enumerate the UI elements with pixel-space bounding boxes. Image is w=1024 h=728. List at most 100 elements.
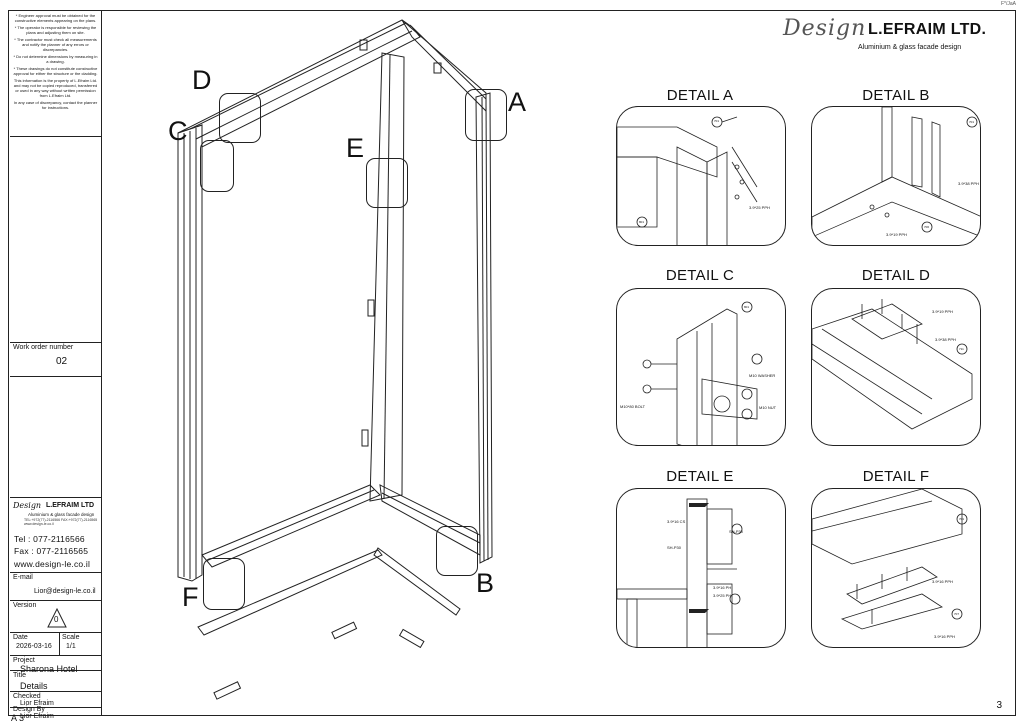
detail-d-drawing: [812, 299, 973, 430]
title-block: * Engineer approval must be obtained for…: [10, 11, 102, 720]
callout-f: F: [182, 582, 199, 612]
mini-logo-subtitle: Aluminium & glass facade design: [28, 512, 95, 517]
detail-f-label-4: 707: [954, 612, 960, 616]
date-scale-cell: Date 2026-03-16 Scale 1/1: [10, 633, 101, 656]
notes-block: * Engineer approval must be obtained for…: [10, 11, 101, 137]
detail-f-panel[interactable]: 3.9*16 PPH 3.9*16 PPH 701 707: [811, 488, 981, 648]
project-label: Project: [13, 657, 35, 664]
detail-a-panel[interactable]: 3.9*25 PPH 701 801: [616, 106, 786, 246]
checked-cell: Checked Lior Efraim: [10, 692, 101, 708]
isometric-frame-drawing: [177, 19, 493, 700]
callout-b: B: [476, 568, 495, 598]
version-label: Version: [13, 602, 37, 609]
note-7: In any case of discrepancy, contact the …: [13, 100, 98, 110]
detail-a-label-1: 3.9*25 PPH: [749, 205, 770, 210]
checked-label: Checked: [13, 693, 41, 700]
email-label: E-mail: [13, 574, 33, 581]
detail-b-label-2: 3.9*19 PPH: [886, 232, 907, 237]
callout-d: D: [192, 65, 212, 95]
version-value: 0: [54, 615, 59, 624]
version-triangle-icon: [47, 607, 67, 628]
web-link[interactable]: www.design-le.co.il: [14, 559, 91, 569]
callout-c: C: [168, 116, 188, 146]
clip-middle-2: [367, 299, 375, 317]
detail-e-drawing: [617, 498, 743, 647]
brand-script-logo: Design: [783, 16, 867, 41]
detail-f-label-3: 701: [959, 517, 965, 521]
detail-b-label-1: 3.9*38 PPH: [958, 181, 979, 186]
fax-text: Fax : 077-2116565: [14, 546, 89, 556]
detail-b-label-4: 706: [924, 225, 930, 229]
work-order-value: 02: [56, 356, 68, 367]
scale-label: Scale: [62, 634, 80, 641]
clip-top-right: [433, 62, 442, 74]
detail-e-title: DETAIL E: [666, 468, 734, 485]
mini-logo-name: L.EFRAIM LTD: [46, 502, 95, 509]
note-3: * The contractor must check all measurem…: [14, 37, 97, 52]
detail-c-label-2: M10 NUT: [759, 405, 777, 410]
scale-value: 1/1: [66, 643, 76, 650]
callout-a: A: [508, 87, 527, 117]
detail-f-label-1: 3.9*16 PPH: [932, 579, 953, 584]
detail-d-panel[interactable]: 3.9*19 PPH 3.9*38 PPH 711: [811, 288, 981, 446]
bracket-2: [398, 628, 425, 649]
highlight-d[interactable]: [219, 93, 261, 143]
detail-d-label-1: 3.9*19 PPH: [932, 309, 953, 314]
brand-subtitle: Aluminium & glass facade design: [858, 44, 962, 51]
version-cell: Version 0: [10, 601, 101, 633]
floor-rail-2: [373, 547, 461, 616]
email-link[interactable]: Lior@design-le.co.il: [34, 588, 96, 595]
work-order-cell: Work order number 02: [10, 342, 101, 377]
highlight-c[interactable]: [200, 140, 234, 192]
tel-text: Tel : 077-2116566: [14, 534, 85, 544]
work-order-label: Work order number: [13, 344, 74, 351]
date-label: Date: [13, 634, 28, 641]
floor-rail-1: [197, 549, 383, 636]
detail-b-panel[interactable]: 3.9*38 PPH 3.9*19 PPH 701 706: [811, 106, 981, 246]
mini-logo-contacts: TEL:+972(77)-2116566 FAX:+972(77)-211656…: [24, 518, 98, 526]
detail-a-drawing: [617, 116, 758, 245]
detail-d-label-3: 711: [959, 347, 964, 351]
title-cell: Title Details: [10, 671, 101, 692]
company-cell: Design L.EFRAIM LTD Aluminium & glass fa…: [10, 497, 101, 573]
detail-a-title: DETAIL A: [666, 87, 734, 104]
highlight-f[interactable]: [203, 558, 245, 610]
detail-a-label-2: 701: [714, 119, 720, 123]
detail-c-title: DETAIL C: [665, 267, 735, 284]
note-5: * These drawings do not constitute const…: [13, 66, 98, 76]
detail-f-title: DETAIL F: [862, 468, 930, 485]
clip-top: [359, 39, 368, 51]
note-2: * The operator is responsible for review…: [14, 25, 97, 35]
title-label: Title: [13, 672, 26, 679]
detail-c-panel[interactable]: M10 WASHER M10 NUT M10*80 BOLT 801: [616, 288, 786, 446]
date-scale-divider: [59, 633, 60, 655]
highlight-a[interactable]: [465, 89, 507, 141]
design-by-label: Design By: [13, 706, 45, 713]
sheet-border: [8, 10, 1016, 716]
paper-size: A 3: [11, 713, 25, 723]
project-cell: Project Sharona Hotel: [10, 656, 101, 674]
callout-e: E: [346, 133, 365, 163]
design-by-value: Lior Efraim: [20, 713, 54, 720]
email-cell: E-mail Lior@design-le.co.il: [10, 573, 101, 601]
detail-c-drawing: [642, 301, 763, 445]
detail-e-label-4: SH-P30: [667, 545, 682, 550]
detail-b-title: DETAIL B: [862, 87, 930, 104]
clip-middle: [361, 429, 369, 447]
sheet-number: 3: [996, 700, 1002, 711]
bracket-1: [331, 621, 358, 640]
highlight-e[interactable]: [366, 158, 408, 208]
detail-e-label-5: SH-P30: [729, 529, 744, 534]
detail-e-panel[interactable]: 3.9*16 CS 3.9*16 PH 3.9*25 PH SH-P30 SH-…: [616, 488, 786, 648]
bottom-beam-right: [379, 484, 481, 556]
top-beam: [177, 19, 421, 148]
corner-mark: F*/JaA: [1000, 1, 1016, 7]
right-post: [475, 92, 493, 564]
mini-logo-script: Design: [13, 501, 42, 510]
detail-f-drawing: [812, 489, 968, 630]
highlight-b[interactable]: [436, 526, 478, 576]
detail-a-label-3: 801: [639, 220, 645, 224]
detail-e-label-1: 3.9*16 CS: [667, 519, 686, 524]
bottom-beam-left: [201, 484, 381, 568]
